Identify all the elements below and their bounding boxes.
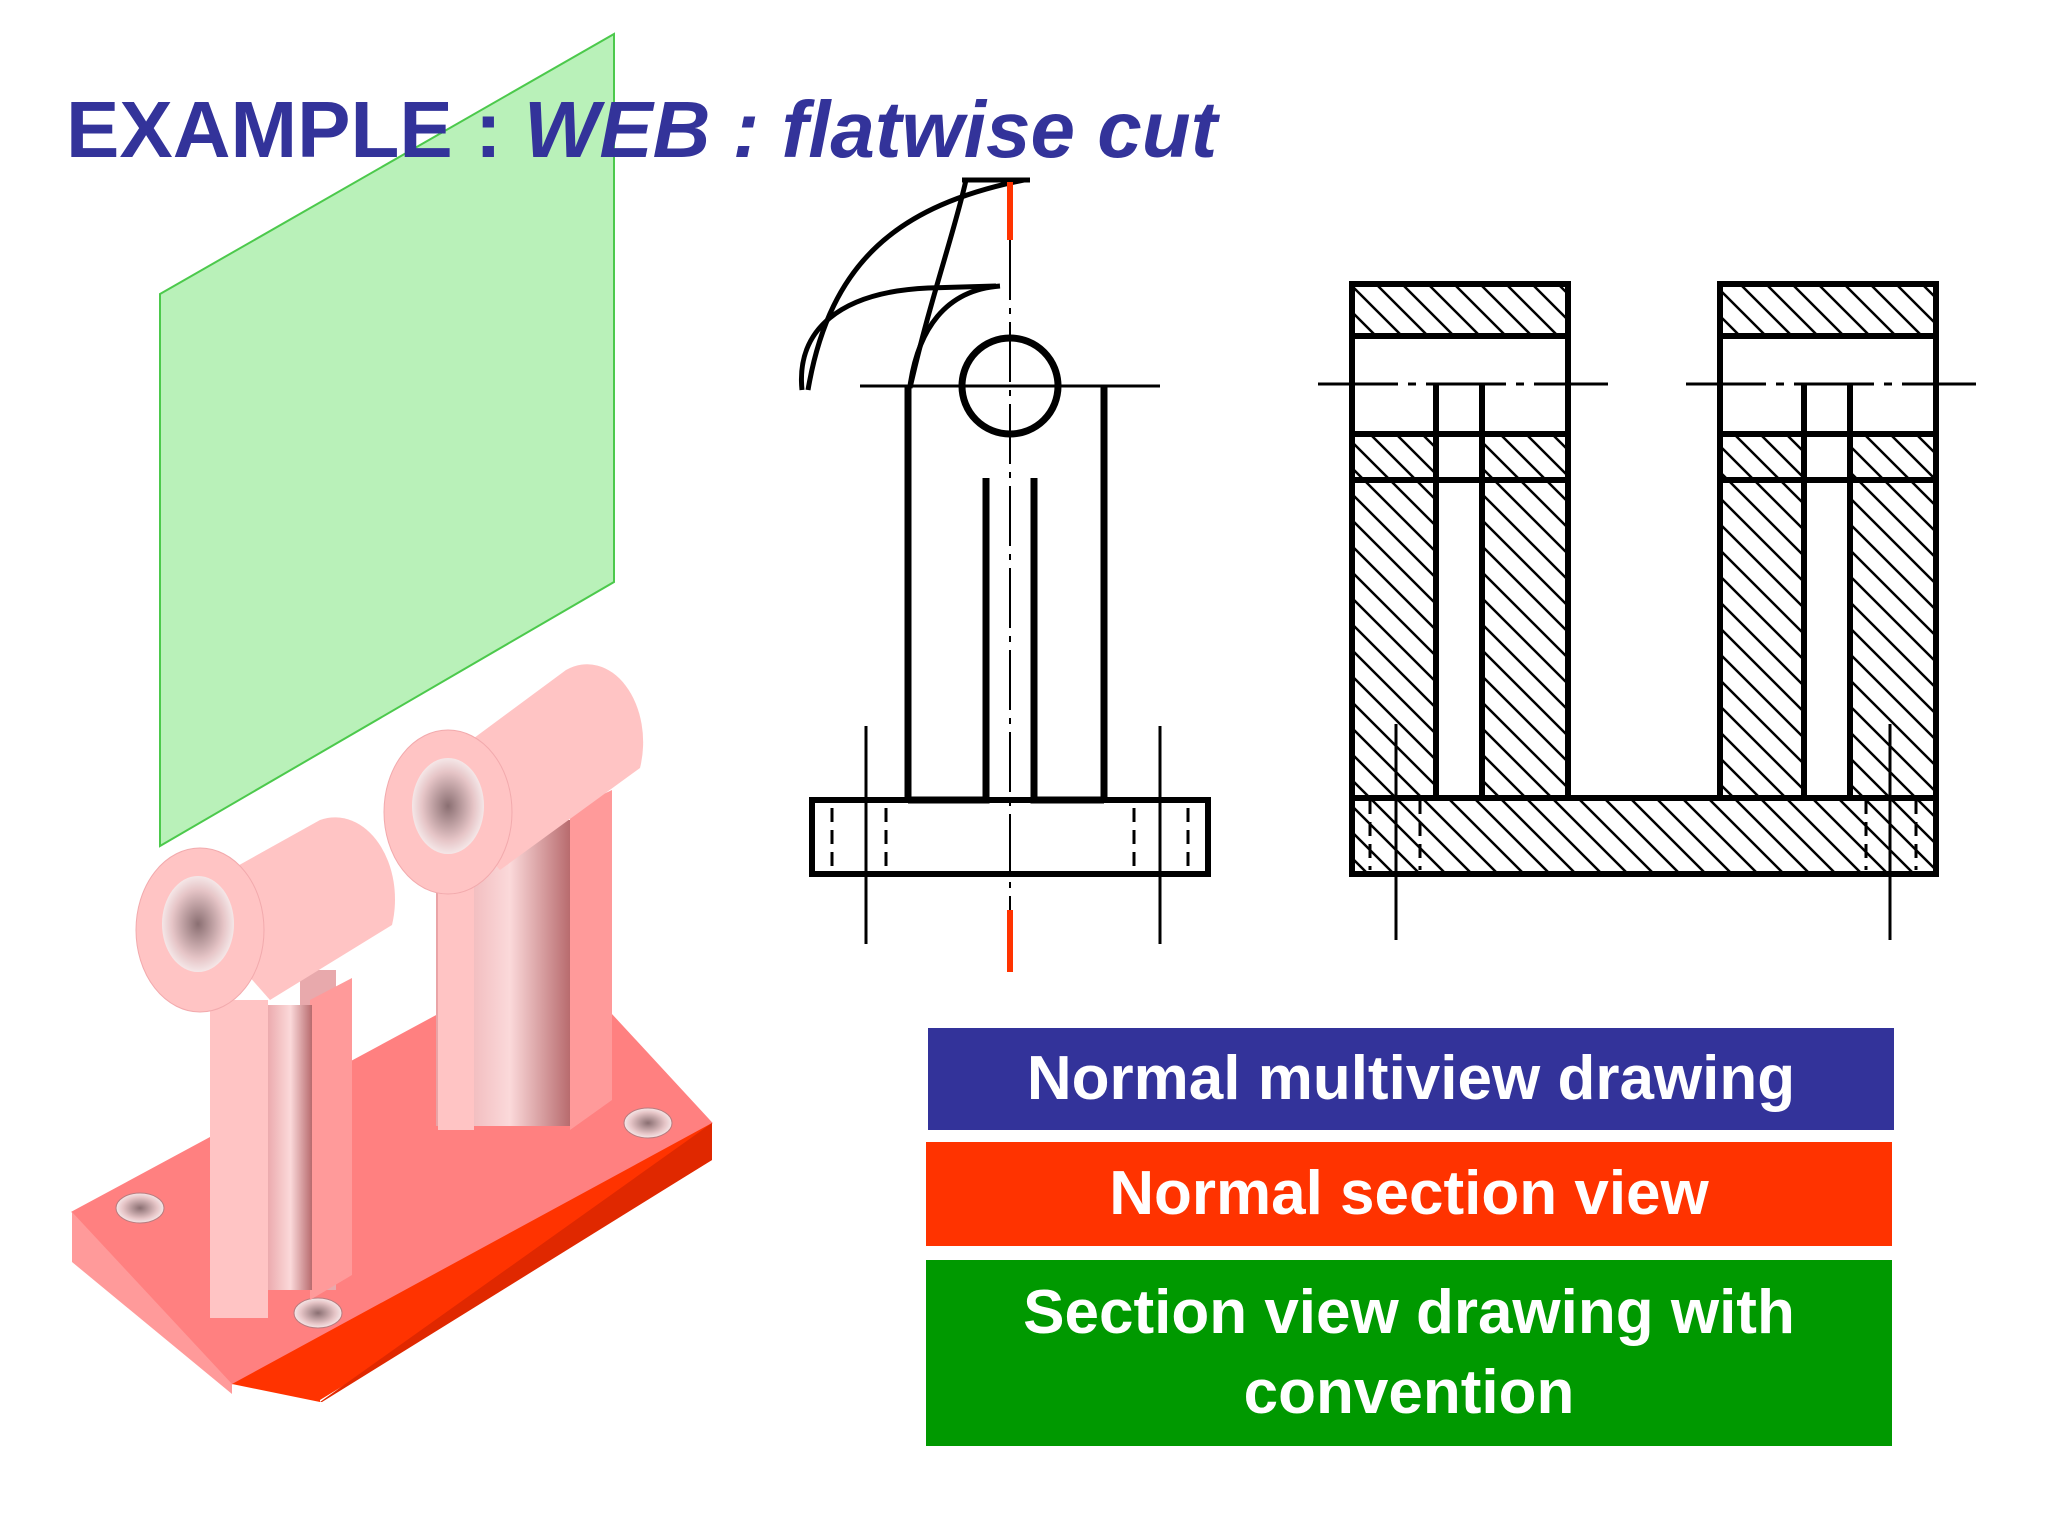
boss-circle bbox=[958, 334, 1062, 438]
hole-slot bbox=[1804, 384, 1850, 798]
mount-hole-icon bbox=[623, 1107, 673, 1139]
web-outline bbox=[1030, 478, 1104, 804]
base-plate-left bbox=[72, 1212, 232, 1394]
web-outline bbox=[908, 478, 990, 804]
title-prefix: EXAMPLE : bbox=[66, 85, 524, 174]
section-view-drawing bbox=[1318, 281, 1976, 940]
title-emphasis: WEB : flatwise cut bbox=[523, 85, 1218, 174]
legend-normal-section: Normal section view bbox=[926, 1142, 1892, 1246]
post-back-side bbox=[570, 790, 612, 1130]
hatch-right-top bbox=[1720, 286, 1936, 336]
post-front-side bbox=[310, 978, 352, 1300]
legend-normal-multiview: Normal multiview drawing bbox=[928, 1028, 1894, 1130]
break-outline bbox=[805, 177, 1025, 391]
base-section-outline bbox=[1349, 795, 1939, 877]
post-front-left bbox=[210, 1000, 268, 1318]
mount-hole-icon bbox=[293, 1297, 343, 1329]
break-outline bbox=[798, 283, 997, 391]
base-plate-right bbox=[320, 1123, 712, 1402]
boss-front-hole bbox=[162, 876, 234, 972]
multiview-drawing bbox=[798, 177, 1211, 972]
post-front-front bbox=[264, 1005, 312, 1290]
cutting-plane bbox=[159, 32, 615, 848]
break-outline bbox=[907, 283, 1001, 387]
boss-back-hole bbox=[412, 758, 484, 854]
left-post-outline bbox=[1349, 281, 1571, 801]
mount-hole-icon bbox=[115, 1192, 165, 1224]
base-plate-front bbox=[232, 1123, 712, 1402]
legend-section-convention: Section view drawing with convention bbox=[926, 1260, 1892, 1446]
slide-title: EXAMPLE : WEB : flatwise cut bbox=[66, 82, 1217, 178]
hole-slot bbox=[1436, 384, 1482, 798]
hatch-left-top bbox=[1352, 286, 1568, 336]
hatch-base bbox=[1352, 798, 1936, 874]
base-outline bbox=[809, 797, 1211, 877]
isometric-part bbox=[71, 32, 713, 1402]
